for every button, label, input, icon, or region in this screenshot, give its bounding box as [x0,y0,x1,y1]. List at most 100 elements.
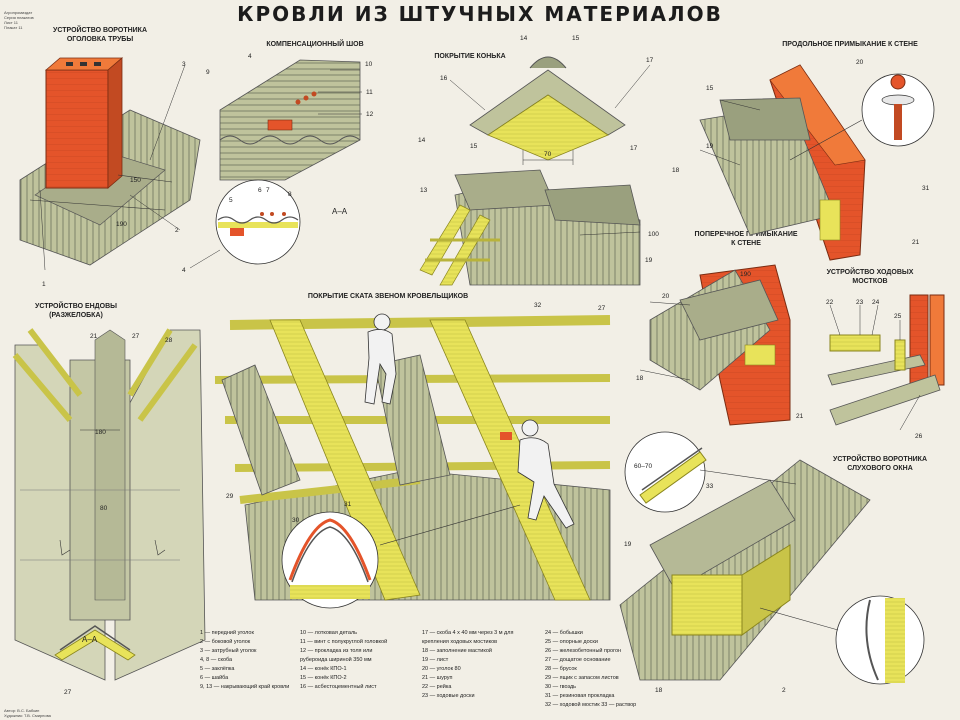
callout-21c: 21 [90,333,98,340]
legend-item: 15 — конёк КПО-2 [300,675,347,681]
dim-100: 100 [648,231,659,238]
poster-title: КРОВЛИ ИЗ ШТУЧНЫХ МАТЕРИАЛОВ [237,2,723,26]
legend-item: 31 — резиновая прокладка [545,693,615,699]
roof-slope-drawing [419,169,641,286]
legend-item: рубероида шириной 350 мм [300,657,372,663]
callout-18: 18 [672,167,680,174]
callout-28: 28 [165,337,173,344]
callout-15c: 15 [706,85,714,92]
label-walkways: УСТРОЙСТВО ХОДОВЫХ МОСТКОВ [826,269,914,285]
callout-10: 10 [365,61,373,68]
callout-8: 8 [288,191,292,198]
dim-180: 180 [95,429,106,436]
callout-17: 17 [646,57,654,64]
label-cross-wall: ПОПЕРЕЧНОЕ ПРИМЫКАНИЕ К СТЕНЕ [694,231,798,247]
callout-4b: 4 [182,267,186,274]
legend-item: 10 — лотковая деталь [300,630,358,636]
callout-15: 15 [572,35,580,42]
legend-item: 23 — ходовые доски [422,693,475,699]
legend-item: 16 — асбестоцементный лист [300,684,377,690]
label-chimney: УСТРОЙСТВО ВОРОТНИКА ОГОЛОВКА ТРУБЫ [52,27,148,43]
callout-27: 27 [132,333,140,340]
callout-numbers: 3 2 1 4 9 10 11 12 5 6 7 8 4 14 15 16 17… [42,35,930,696]
callout-21b: 21 [796,413,804,420]
callout-24: 24 [872,299,880,306]
legend-item: 28 — брусок [545,666,577,672]
legend-item: 29 — ящик с запасом листов [545,675,619,681]
legend-item: 32 — ходовой мостик 33 — раствор [545,702,637,708]
callout-27b: 27 [64,689,72,696]
label-dormer: УСТРОЙСТВО ВОРОТНИКА СЛУХОВОГО ОКНА [832,456,928,472]
callout-12: 12 [366,111,374,118]
dimension-labels: 150 190 70 100 190 180 80 60–70 [95,151,751,512]
ridge-drawing [449,56,651,165]
callout-32: 32 [534,302,542,309]
legend-item: 5 — заклёпка [200,666,235,672]
callout-23: 23 [856,299,864,306]
callout-17b: 17 [630,145,638,152]
callout-2: 2 [175,227,179,234]
callout-6: 6 [258,187,262,194]
callout-7: 7 [266,187,270,194]
chimney-collar-drawing [19,57,201,271]
legend-item: 24 — бобышки [545,630,583,636]
dim-70: 70 [544,151,552,158]
callout-18c: 18 [655,687,663,694]
callout-14: 14 [520,35,528,42]
callout-25: 25 [894,313,902,320]
valley-drawing [12,328,206,681]
callout-14b: 14 [418,137,426,144]
callout-21: 21 [912,239,920,246]
callout-1: 1 [42,281,46,288]
callout-11: 11 [366,89,373,96]
walkways-drawing [827,294,945,431]
legend-item: крепления ходовых мостиков [422,639,498,645]
dim-190-chimney: 190 [116,221,127,228]
callout-30: 30 [292,517,300,524]
dim-150: 150 [130,177,141,184]
cross-wall-drawing [639,264,791,426]
dim-190-wall: 190 [740,271,751,278]
callout-31: 31 [922,185,930,192]
label-ridge: ПОКРЫТИЕ КОНЬКА [434,53,506,60]
legend-item: 11 — винт с полукруглой головкой [300,639,388,645]
legend-item: 6 — шайба [200,675,229,681]
legend-item: 18 — заполнение мастикой [422,648,492,654]
legend-item: 3 — затрубный уголок [200,648,257,654]
label-valley: УСТРОЙСТВО ЕНДОВЫ (РАЗЖЕЛОБКА) [34,303,118,319]
legend-item: 9, 13 — накрывающий край кровли [200,684,290,690]
callout-27c: 27 [598,305,606,312]
section-marks: А–А А–А [82,207,348,644]
callout-20: 20 [856,59,864,66]
callout-20b: 20 [662,293,670,300]
section-mark-joint: А–А [332,207,348,216]
callout-19c: 19 [624,541,632,548]
callout-19: 19 [645,257,653,264]
legend-item: 17 — скоба 4 х 40 мм через 3 м для [422,630,514,636]
callout-19b: 19 [706,143,714,150]
label-joint: КОМПЕНСАЦИОННЫЙ ШОВ [266,41,364,48]
callout-15b: 15 [470,143,478,150]
callout-33: 33 [706,483,714,490]
legend-item: 21 — шуруп [422,675,453,681]
legend-item: 12 — прокладка из толя или [300,648,373,654]
legend-item: 1 — передний уголок [200,630,254,636]
legend-item: 27 — дощатое основание [545,657,611,663]
author-note: Автор: В.С. Бабкин Художник: Т.В. Смирно… [4,708,51,718]
dim-80: 80 [100,505,108,512]
legend-item: 4, 8 — скоба [200,657,233,663]
legend-item: 26 — железобетонный прогон [545,648,622,654]
legend-item: 25 — опорные доски [545,639,598,645]
dormer-drawing [619,431,925,685]
callout-4: 4 [248,53,252,60]
legend-item: 19 — лист [422,657,449,663]
callout-29: 29 [226,493,234,500]
longitudinal-wall-drawing [699,64,935,261]
label-slope: ПОКРЫТИЕ СКАТА ЗВЕНОМ КРОВЕЛЬЩИКОВ [307,293,469,300]
legend-item: 14 — конёк КПО-1 [300,666,347,672]
label-long-wall: ПРОДОЛЬНОЕ ПРИМЫКАНИЕ К СТЕНЕ [782,41,918,48]
legend-item: 30 — гвоздь [545,684,577,690]
legend-item: 2 — боковой уголок [200,639,251,645]
